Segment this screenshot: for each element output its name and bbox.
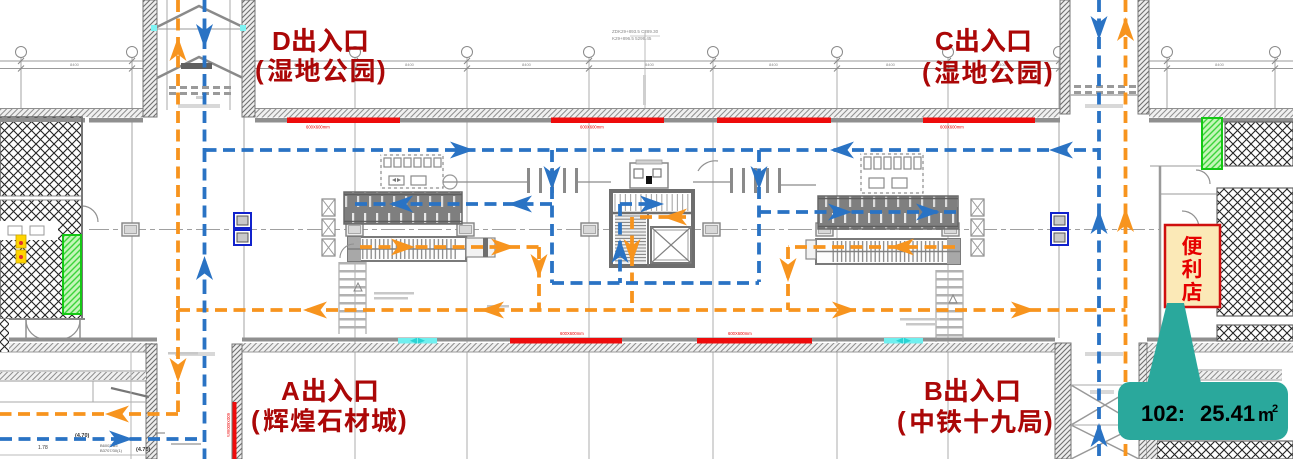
svg-text:600X600mm: 600X600mm	[226, 413, 231, 437]
svg-text:): )	[1044, 57, 1053, 87]
svg-text:(: (	[255, 55, 264, 85]
svg-text:8400: 8400	[886, 62, 896, 67]
svg-text:(4.70): (4.70)	[75, 433, 90, 439]
svg-text:C: C	[935, 26, 954, 56]
svg-text:ZDK29+893.5 C289.30: ZDK29+893.5 C289.30	[612, 29, 659, 34]
svg-text:8400: 8400	[1215, 62, 1225, 67]
svg-text:600X600mm: 600X600mm	[560, 331, 584, 336]
svg-text:8400: 8400	[405, 62, 415, 67]
svg-text:600X600mm: 600X600mm	[580, 125, 604, 130]
svg-text:8400: 8400	[70, 62, 80, 67]
svg-text:B6003/B5: B6003/B5	[100, 443, 118, 448]
svg-text:m: m	[1258, 405, 1274, 425]
svg-text:(: (	[897, 406, 906, 436]
svg-text:(4.70): (4.70)	[136, 447, 151, 453]
svg-text:1.78: 1.78	[38, 445, 48, 451]
svg-text:25.41: 25.41	[1200, 401, 1255, 426]
svg-text:): )	[1044, 406, 1053, 436]
svg-text:8400: 8400	[997, 62, 1007, 67]
svg-text:8400: 8400	[769, 62, 779, 67]
svg-text:(: (	[251, 405, 260, 435]
svg-text:A: A	[281, 376, 300, 406]
svg-text:K29+896.5 5299.45: K29+896.5 5299.45	[612, 36, 652, 41]
svg-text:600X600mm: 600X600mm	[728, 331, 752, 336]
svg-text:2: 2	[1272, 403, 1278, 415]
svg-text:D: D	[272, 26, 291, 56]
svg-text:(: (	[922, 57, 931, 87]
svg-text:8400: 8400	[645, 62, 655, 67]
svg-text:): )	[398, 405, 407, 435]
svg-text:): )	[377, 55, 386, 85]
svg-text:600X600mm: 600X600mm	[940, 125, 964, 130]
svg-text:8400: 8400	[522, 62, 532, 67]
svg-text:B3707/30(1): B3707/30(1)	[100, 448, 123, 453]
svg-text:102:: 102:	[1141, 401, 1185, 426]
svg-text:600X600mm: 600X600mm	[306, 125, 330, 130]
svg-text:B: B	[924, 376, 943, 406]
